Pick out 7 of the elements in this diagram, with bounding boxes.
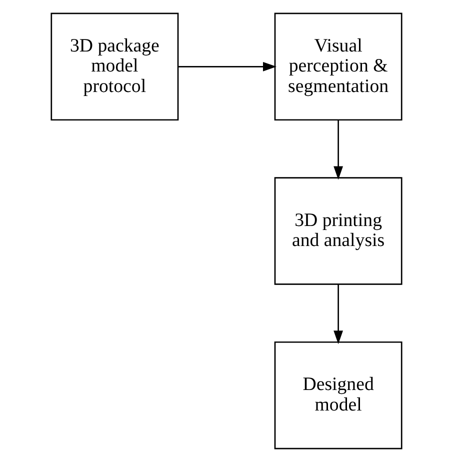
arrow: [178, 62, 276, 72]
arrow: [334, 120, 344, 180]
node-box: Designed model: [274, 341, 402, 450]
node-box: 3D printing and analysis: [274, 177, 402, 285]
node-box: Visual perception & segmentation: [274, 12, 402, 121]
arrow: [334, 284, 344, 344]
node-box: 3D package model protocol: [50, 12, 179, 121]
